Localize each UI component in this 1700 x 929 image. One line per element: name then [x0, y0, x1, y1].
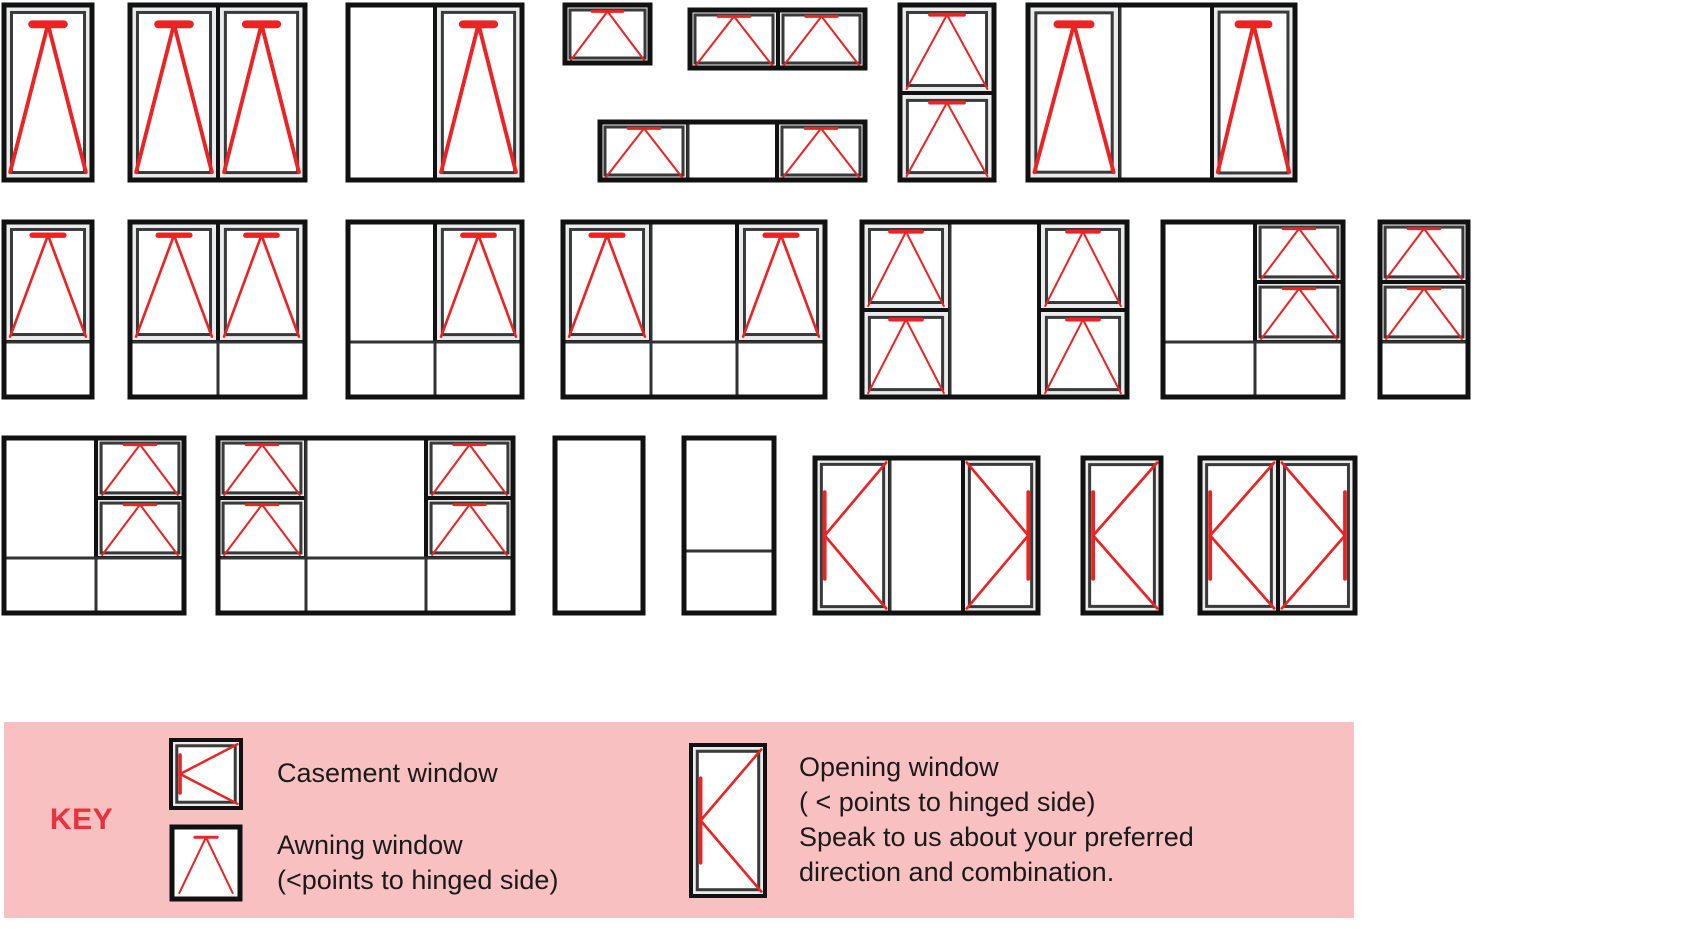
key-label-casement-window-icon: Casement window: [277, 758, 498, 789]
window-configuration: [1025, 2, 1298, 183]
opening-window-icon-wrapper: [689, 742, 799, 898]
key-label-awning-window-icon: Awning window (<points to hinged side): [277, 829, 559, 895]
window-configuration: [812, 455, 1041, 616]
window-config-r3c7: [1194, 452, 1361, 619]
window-configuration: [127, 2, 308, 183]
opening-window-icon: [689, 742, 767, 898]
window-config-r2c6: [1157, 216, 1349, 403]
window-configuration: [1377, 219, 1471, 400]
window-config-r1c7: [894, 0, 1000, 186]
window-config-r1c3: [342, 0, 528, 186]
window-config-r3c3: [549, 432, 649, 619]
key-entry-casement-window-icon: Casement window: [159, 738, 689, 810]
window-configuration: [1, 219, 95, 400]
window-config-r3c2: [212, 432, 519, 619]
window-configuration: [1197, 455, 1358, 616]
key-label-opening-window-icon: Opening window ( < points to hinged side…: [799, 751, 1194, 888]
window-config-r2c2: [124, 216, 311, 403]
window-config-r2c1: [0, 216, 98, 403]
window-config-r1c8: [1022, 0, 1301, 186]
window-configuration: [215, 435, 516, 616]
window-configuration: [597, 119, 868, 183]
window-config-r1c4: [559, 0, 656, 69]
casement-window-icon-wrapper: [159, 738, 277, 810]
key-title: KEY: [49, 803, 114, 836]
window-configuration: [1160, 219, 1346, 400]
window-config-r3c5: [809, 452, 1044, 619]
window-configuration: [1, 435, 187, 616]
awning-window-icon-wrapper: [159, 824, 277, 902]
key-entry-opening-window-icon: Opening window ( < points to hinged side…: [689, 742, 1194, 898]
window-configuration: [562, 2, 653, 66]
window-configuration: [1080, 455, 1164, 616]
key-entry-awning-window-icon: Awning window (<points to hinged side): [159, 824, 689, 902]
window-config-r2c7: [1374, 216, 1474, 403]
window-config-r2c3: [342, 216, 528, 403]
window-configuration: [552, 435, 646, 616]
window-configuration: [1, 2, 95, 183]
window-config-r1c5: [684, 4, 871, 74]
window-config-r2c5: [856, 216, 1133, 403]
window-config-r1c1: [0, 0, 98, 186]
window-config-r1c6: [594, 116, 871, 186]
window-config-r3c4: [678, 432, 780, 619]
window-config-r2c4: [557, 216, 831, 403]
casement-window-icon: [169, 738, 243, 810]
window-config-r3c1: [0, 432, 190, 619]
window-configuration: [681, 435, 777, 616]
window-configuration: [345, 219, 525, 400]
window-config-r1c2: [124, 0, 311, 186]
window-configuration: [687, 7, 868, 71]
window-configuration: [560, 219, 828, 400]
window-configuration: [345, 2, 525, 183]
window-config-r3c6: [1077, 452, 1167, 619]
awning-window-icon: [169, 824, 243, 902]
window-configuration: [127, 219, 308, 400]
window-configuration: [897, 2, 997, 183]
window-configuration: [859, 219, 1130, 400]
